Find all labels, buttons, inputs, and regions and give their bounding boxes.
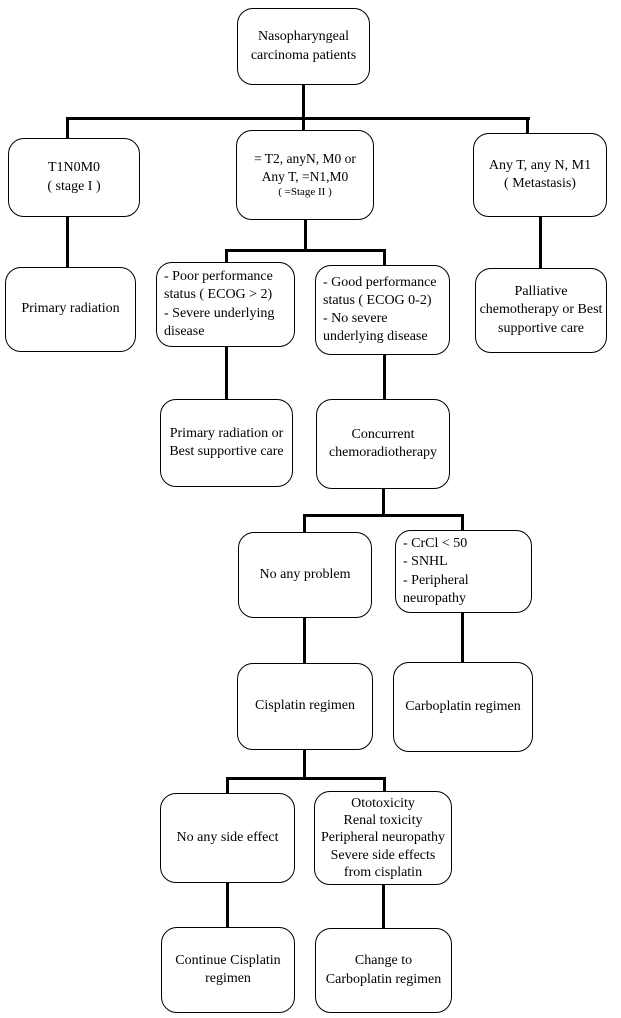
connector-branch-to-good-performance xyxy=(383,249,386,266)
node-text-line: - SNHL xyxy=(403,554,448,570)
flowchart-node-good-performance: - Good performance status ( ECOG 0-2) - … xyxy=(315,265,450,355)
node-text-line: ( =Stage II ) xyxy=(278,186,332,199)
flowchart-node-concurrent-crt: Concurrent chemoradiotherapy xyxy=(316,399,450,489)
connector-no-side-effect-to-continue xyxy=(226,882,229,928)
connector-no-problem-to-cisplatin xyxy=(303,617,306,664)
node-text-line: regimen xyxy=(205,971,251,986)
connector-branch-to-no-problem xyxy=(303,514,306,533)
node-text-line: Renal toxicity xyxy=(343,812,423,828)
node-text-line: Any T, any N, M1 xyxy=(488,157,592,173)
flowchart-node-cisplatin: Cisplatin regimen xyxy=(237,663,373,750)
flowchart-node-no-problem: No any problem xyxy=(238,532,372,618)
node-text-line: chemoradiotherapy xyxy=(328,445,438,460)
node-text-line: neuropathy xyxy=(403,590,466,606)
node-text-line: Primary radiation or xyxy=(169,425,284,441)
node-text-line: Change to xyxy=(354,953,413,969)
flowchart-node-no-side-effect: No any side effect xyxy=(160,793,295,883)
node-text-line: Palliative xyxy=(514,284,568,300)
node-text-line: disease xyxy=(164,323,205,339)
connector-poor-to-radiation-bsc xyxy=(225,346,228,400)
flowchart-node-cisplatin-toxicity: Ototoxicity Renal toxicity Peripheral ne… xyxy=(314,791,452,885)
node-text-line: status ( ECOG 0-2) xyxy=(323,292,432,308)
node-text-line: carcinoma patients xyxy=(250,47,357,63)
node-text-line: underlying disease xyxy=(323,329,428,345)
node-text-line: Ototoxicity xyxy=(351,795,415,811)
connector-branch-to-no-side-effect xyxy=(226,777,229,794)
node-text-line: Continue Cisplatin xyxy=(175,952,281,968)
node-text-line: Peripheral neuropathy xyxy=(320,830,445,846)
connector-root-to-stage2 xyxy=(302,85,305,131)
node-text-line: - Poor performance xyxy=(164,269,273,285)
node-text-line: No any problem xyxy=(259,566,351,582)
node-text-line: - No severe xyxy=(323,311,388,326)
node-text-line: - Peripheral xyxy=(403,572,469,588)
node-text-line: = T2, anyN, M0 or xyxy=(254,151,356,167)
node-text-line: Severe side effects xyxy=(330,847,436,863)
node-text-line: - Severe underlying xyxy=(164,305,275,321)
connector-stage2-branch-bar xyxy=(225,249,386,252)
node-text-line: - Good performance xyxy=(323,274,437,290)
node-text-line: Any T, =N1,M0 xyxy=(261,168,349,184)
connector-branch-to-poor-performance xyxy=(225,249,228,263)
connector-toxicity-to-change xyxy=(382,884,385,929)
node-text-line: Carboplatin regimen xyxy=(405,698,521,714)
node-text-line: Primary radiation xyxy=(21,301,120,317)
flowchart-node-root: Nasopharyngeal carcinoma patients xyxy=(237,8,370,85)
flowchart-node-crcl-snhl: - CrCl < 50 - SNHL - Peripheral neuropat… xyxy=(395,530,532,613)
flowchart-node-change-carboplatin: Change to Carboplatin regimen xyxy=(315,928,452,1013)
connector-top-branch-bar xyxy=(66,117,530,120)
node-text-line: ( Metastasis) xyxy=(504,176,576,191)
node-text-line: T1N0M0 xyxy=(47,160,101,176)
node-text-line: status ( ECOG > 2) xyxy=(164,287,273,303)
connector-ccrt-down xyxy=(382,488,385,516)
node-text-line: Nasopharyngeal xyxy=(258,29,349,45)
connector-cisplatin-down xyxy=(303,749,306,779)
node-text-line: Concurrent xyxy=(351,426,415,442)
connector-metastasis-to-palliative xyxy=(539,216,542,269)
flowchart-node-radiation-or-bsc: Primary radiation or Best supportive car… xyxy=(160,399,293,487)
flowchart-node-continue-cisplatin: Continue Cisplatin regimen xyxy=(161,927,295,1013)
connector-stage1-to-primary-radiation xyxy=(66,216,69,268)
node-text-line: Best supportive care xyxy=(169,444,284,459)
flowchart-node-primary-radiation: Primary radiation xyxy=(5,267,136,352)
flowchart-node-poor-performance: - Poor performance status ( ECOG > 2) - … xyxy=(156,262,295,347)
node-text-line: ( stage I ) xyxy=(47,178,101,194)
connector-branch-to-crcl xyxy=(461,514,464,531)
connector-ccrt-branch-bar xyxy=(303,514,464,517)
flowchart-node-stage2: = T2, anyN, M0 or Any T, =N1,M0 ( =Stage… xyxy=(236,130,374,220)
flowchart-node-stage1: T1N0M0 ( stage I ) xyxy=(8,138,140,217)
node-text-line: No any side effect xyxy=(176,829,279,845)
connector-branch-to-metastasis xyxy=(526,117,529,134)
node-text-line: - CrCl < 50 xyxy=(403,536,468,552)
flowchart-node-palliative: Palliative chemotherapy or Best supporti… xyxy=(475,268,607,353)
node-text-line: from cisplatin xyxy=(343,865,423,881)
connector-cisplatin-branch-bar xyxy=(226,777,386,780)
connector-good-to-ccrt xyxy=(383,354,386,400)
node-text-line: Cisplatin regimen xyxy=(255,698,355,714)
node-text-line: chemotherapy or Best xyxy=(479,302,603,318)
connector-branch-to-toxicity xyxy=(383,777,386,792)
node-text-line: Carboplatin regimen xyxy=(325,971,442,987)
flowchart-node-metastasis: Any T, any N, M1 ( Metastasis) xyxy=(473,133,607,217)
flowchart-node-carboplatin: Carboplatin regimen xyxy=(393,662,533,752)
node-text-line: supportive care xyxy=(498,320,584,336)
connector-branch-to-stage1 xyxy=(66,117,69,139)
connector-crcl-to-carboplatin xyxy=(461,612,464,663)
connector-stage2-down xyxy=(304,219,307,252)
